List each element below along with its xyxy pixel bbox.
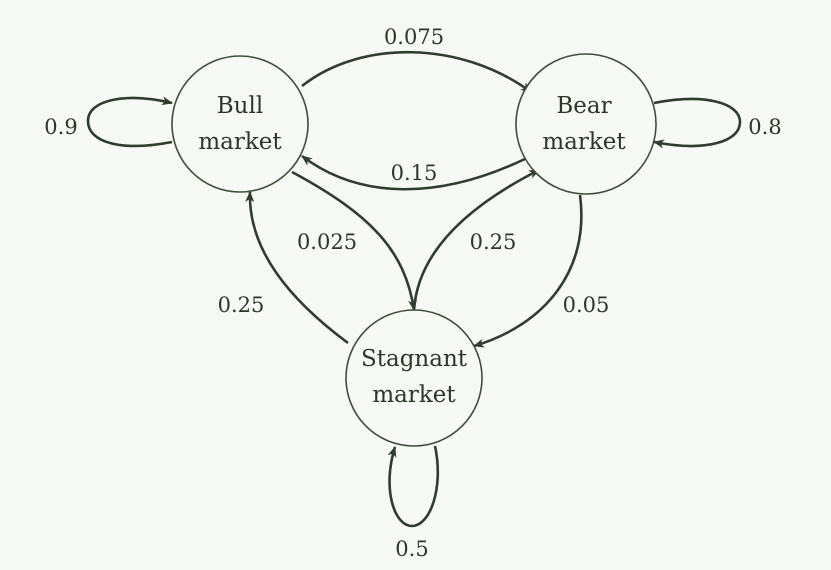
state-bear-line2: market: [542, 129, 626, 155]
label-bull-to-stagnant: 0.025: [297, 230, 357, 254]
state-bull-line1: Bull: [217, 93, 263, 119]
edge-bull-to-bull: [86, 96, 173, 148]
edge-bear-to-bear: [653, 97, 742, 149]
label-bull-to-bear: 0.075: [384, 25, 444, 49]
label-bear-to-stagnant: 0.05: [563, 293, 610, 317]
state-stagnant-line1: Stagnant: [361, 346, 468, 372]
label-stagnant-to-stagnant: 0.5: [395, 537, 428, 561]
label-bear-to-bull: 0.15: [391, 161, 438, 185]
label-bear-to-bear: 0.8: [748, 115, 781, 139]
edge-stagnant-to-stagnant: [387, 445, 440, 528]
state-bear-line1: Bear: [556, 93, 611, 119]
edge-stagnant-to-bull: [245, 191, 349, 345]
state-stagnant-market: Stagnant market: [345, 309, 483, 447]
state-bear-market: Bear market: [515, 53, 657, 195]
state-stagnant-line2: market: [372, 382, 456, 408]
label-bull-to-bull: 0.9: [44, 115, 77, 139]
edge-bull-to-bear: [301, 50, 532, 94]
state-bear-circle: [515, 53, 657, 195]
state-bull-line2: market: [198, 129, 282, 155]
state-bull-circle: [171, 55, 309, 193]
edge-bear-to-bull: [301, 154, 528, 191]
state-bull-market: Bull market: [171, 55, 309, 193]
label-stagnant-to-bull: 0.25: [218, 293, 265, 317]
edge-stagnant-to-bear: [412, 168, 540, 311]
state-stagnant-circle: [345, 309, 483, 447]
label-stagnant-to-bear: 0.25: [470, 230, 517, 254]
edge-bull-to-stagnant: [291, 170, 417, 311]
edge-bear-to-stagnant: [473, 194, 583, 348]
